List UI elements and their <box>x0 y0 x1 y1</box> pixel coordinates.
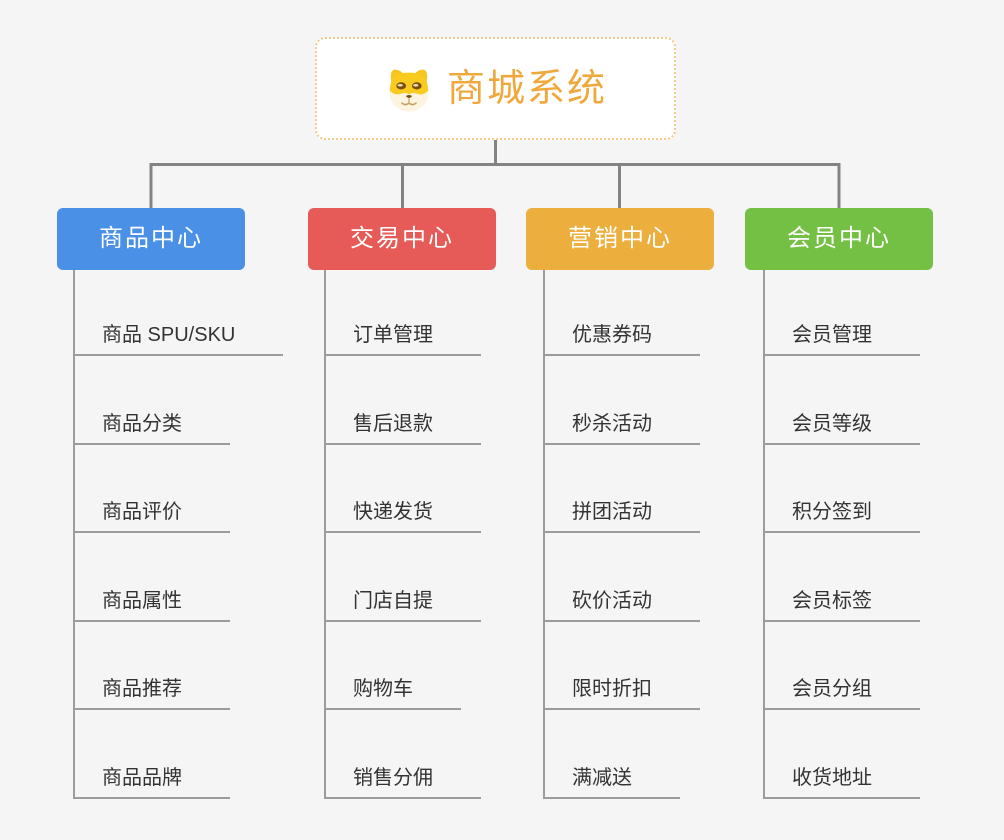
dog-face-icon <box>389 68 429 112</box>
branch-children: 会员管理会员等级积分签到会员标签会员分组收货地址 <box>763 270 920 799</box>
root-node[interactable]: 商城系统 <box>315 37 676 140</box>
child-node[interactable]: 满减送 <box>545 710 680 799</box>
branch-label: 交易中心 <box>350 225 454 252</box>
child-node[interactable]: 门店自提 <box>326 533 481 622</box>
branch-label: 商品中心 <box>99 225 203 252</box>
branch-node[interactable]: 营销中心 <box>526 208 714 270</box>
child-node[interactable]: 商品属性 <box>75 533 230 622</box>
child-node[interactable]: 商品推荐 <box>75 622 230 710</box>
branch-children: 优惠券码秒杀活动拼团活动砍价活动限时折扣满减送 <box>543 270 700 799</box>
child-node[interactable]: 拼团活动 <box>545 445 700 533</box>
child-node[interactable]: 砍价活动 <box>545 533 700 622</box>
child-node[interactable]: 限时折扣 <box>545 622 700 710</box>
branch-children: 订单管理售后退款快递发货门店自提购物车销售分佣 <box>324 270 481 799</box>
child-node[interactable]: 销售分佣 <box>326 710 481 799</box>
child-node[interactable]: 商品品牌 <box>75 710 230 799</box>
root-title: 商城系统 <box>446 67 607 110</box>
child-node[interactable]: 订单管理 <box>326 270 481 356</box>
child-node[interactable]: 会员管理 <box>765 270 920 356</box>
child-node[interactable]: 商品 SPU/SKU <box>75 270 284 356</box>
branch-label: 营销中心 <box>568 225 672 252</box>
child-node[interactable]: 售后退款 <box>326 356 481 445</box>
child-node[interactable]: 会员等级 <box>765 356 920 445</box>
child-node[interactable]: 会员标签 <box>765 533 920 622</box>
branch-label: 会员中心 <box>787 225 891 252</box>
branch-node[interactable]: 商品中心 <box>57 208 245 270</box>
child-node[interactable]: 秒杀活动 <box>545 356 700 445</box>
child-node[interactable]: 商品分类 <box>75 356 230 445</box>
child-node[interactable]: 收货地址 <box>765 710 920 799</box>
child-node[interactable]: 优惠券码 <box>545 270 700 356</box>
branch-node[interactable]: 会员中心 <box>745 208 933 270</box>
branch-node[interactable]: 交易中心 <box>308 208 496 270</box>
child-node[interactable]: 购物车 <box>326 622 461 710</box>
child-node[interactable]: 会员分组 <box>765 622 920 710</box>
branch-rail-line <box>149 163 841 209</box>
child-node[interactable]: 快递发货 <box>326 445 481 533</box>
child-node[interactable]: 积分签到 <box>765 445 920 533</box>
child-node[interactable]: 商品评价 <box>75 445 230 533</box>
